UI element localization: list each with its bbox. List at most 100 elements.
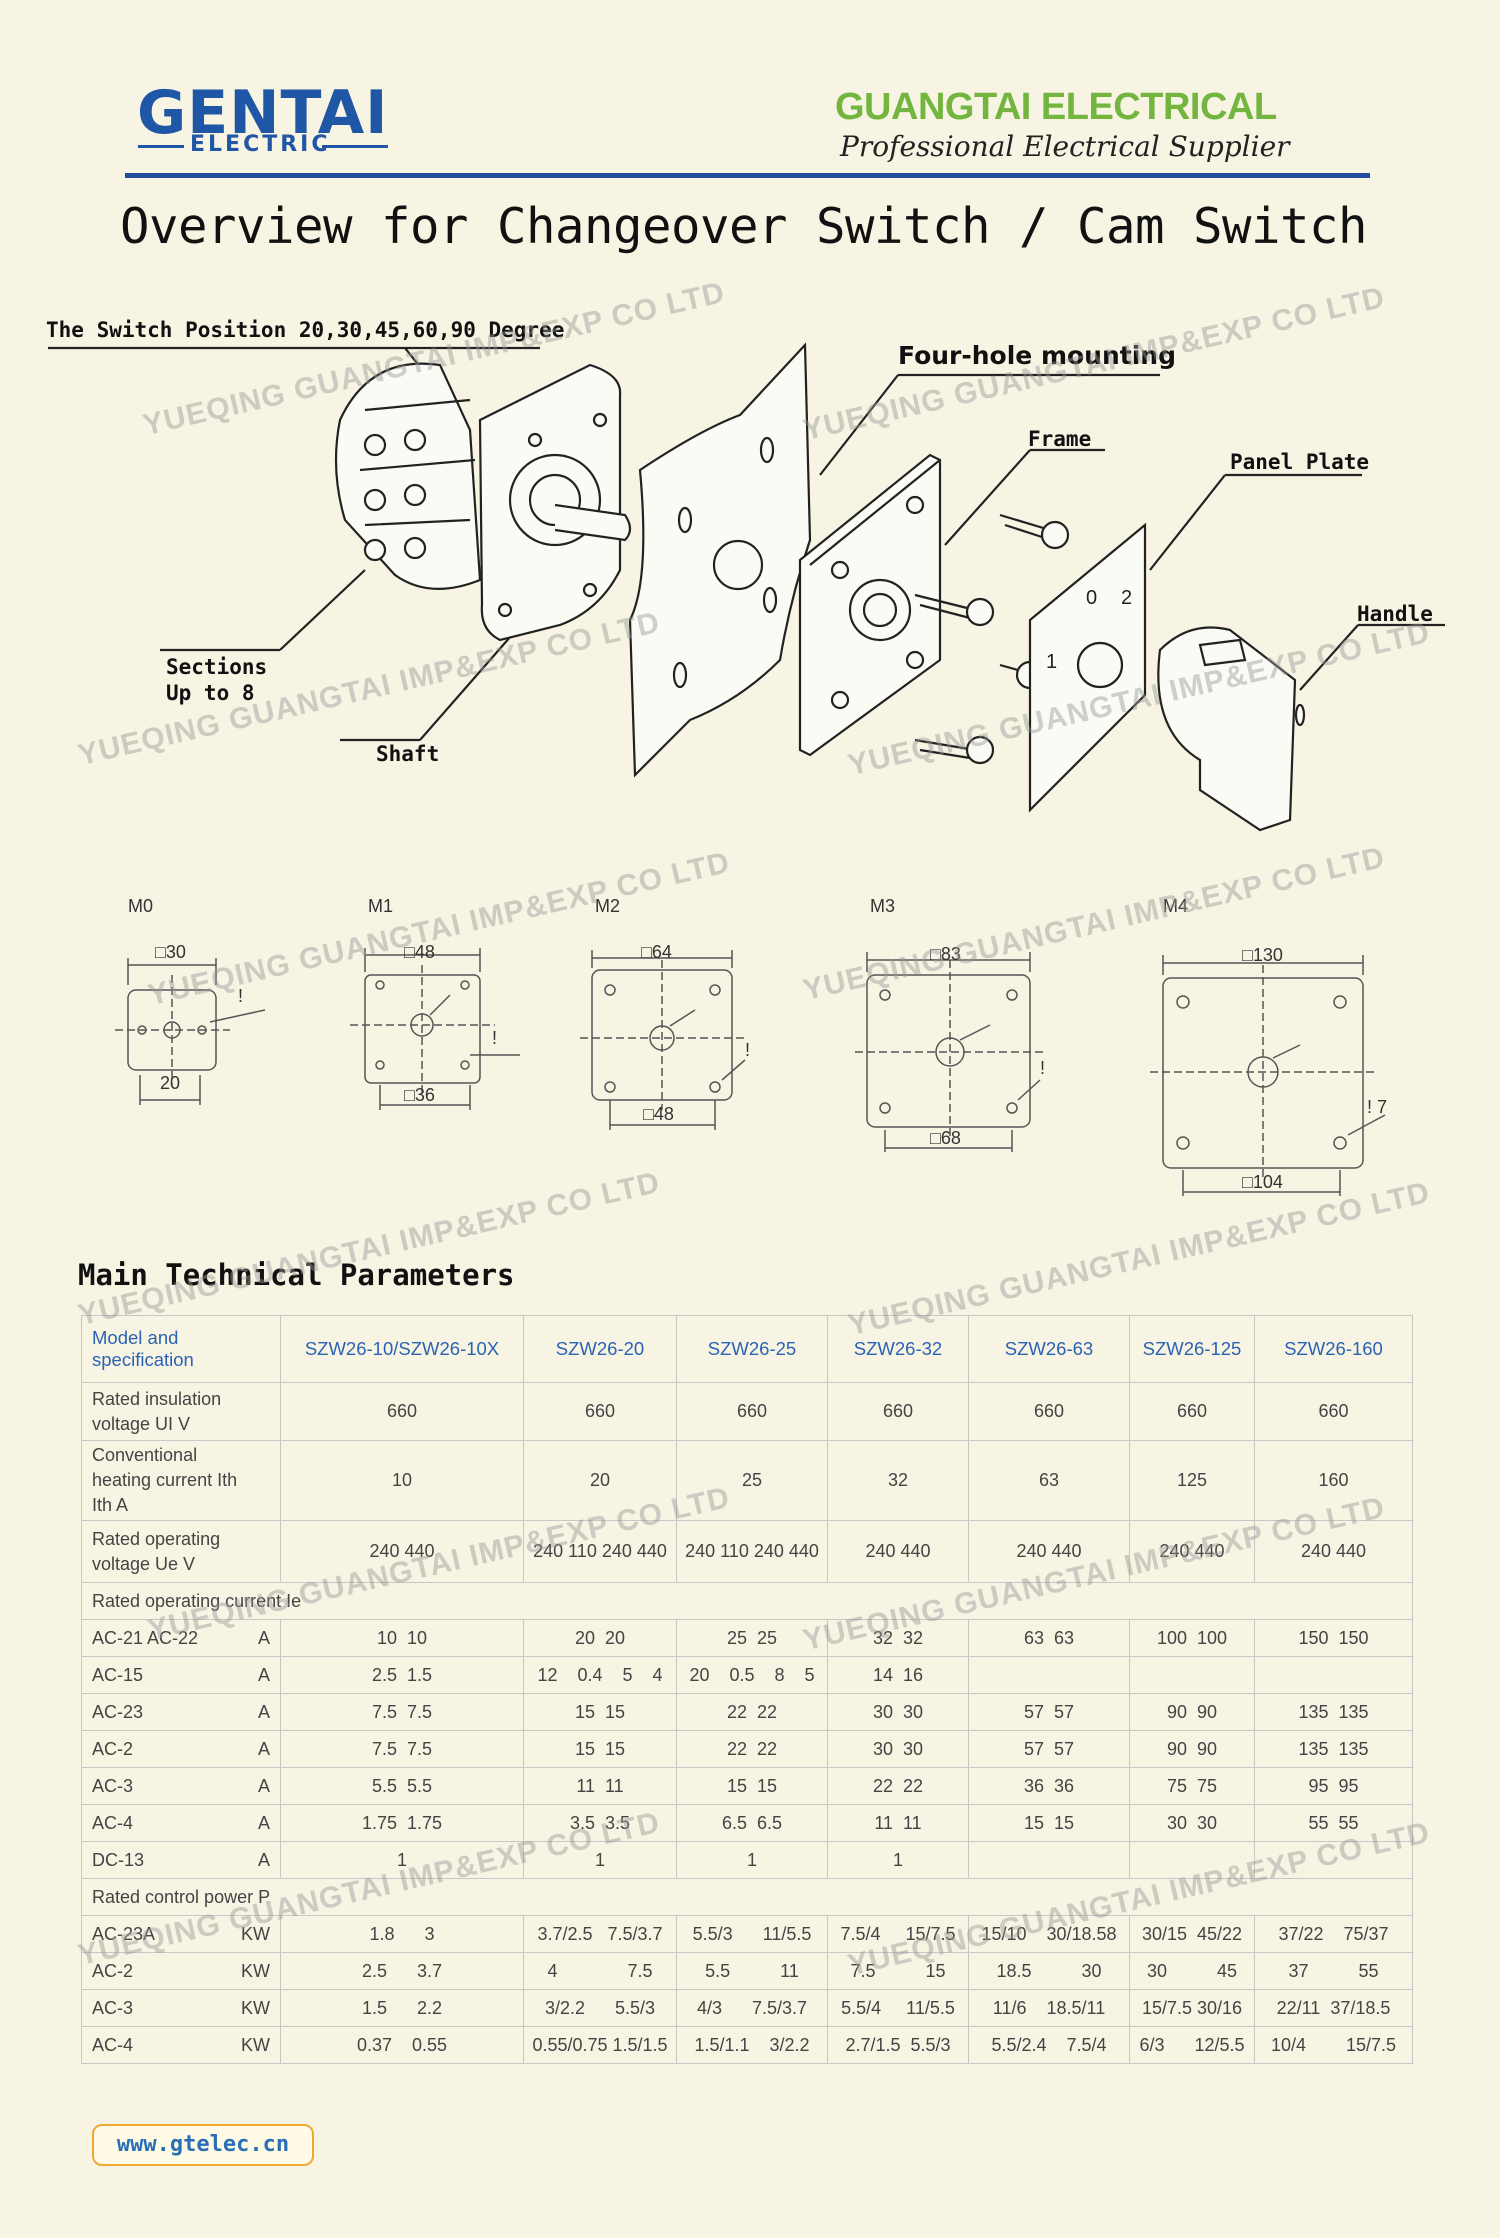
label-frame: Frame — [1028, 427, 1092, 451]
table-cell: 10 10 — [280, 1619, 524, 1657]
table-cell: 160 — [1254, 1440, 1413, 1521]
table-cell: 30 45 — [1129, 1952, 1255, 1990]
table-cell: 32 32 — [827, 1619, 969, 1657]
table-cell: 15/7.5 30/16 — [1129, 1989, 1255, 2027]
table-cell: 2.5 1.5 — [280, 1656, 524, 1694]
table-cell: 240 110 240 440 — [523, 1520, 677, 1583]
page-title: Overview for Changeover Switch / Cam Swi… — [120, 198, 1368, 255]
panel-mark-0: 0 — [1086, 587, 1097, 609]
dim-bottom-m0: 20 — [160, 1073, 181, 1093]
table-cell: 1 — [280, 1841, 524, 1879]
header-label-line-1: Model and — [92, 1327, 179, 1348]
table-cell: 5.5 5.5 — [280, 1767, 524, 1805]
website-link[interactable]: www.gtelec.cn — [92, 2124, 314, 2166]
company-name: GUANGTAI ELECTRICAL — [835, 86, 1277, 128]
table-cell: 36 36 — [968, 1767, 1130, 1805]
header-label-line-2: specification — [92, 1349, 194, 1370]
table-cell: 75 75 — [1129, 1767, 1255, 1805]
table-cell: 240 440 — [968, 1520, 1130, 1583]
table-cell: 22 22 — [827, 1767, 969, 1805]
label-sections: Sections — [166, 655, 268, 679]
table-cell: 660 — [827, 1382, 969, 1441]
table-cell: 7.5 7.5 — [280, 1693, 524, 1731]
section-current: Rated operating current Ie — [81, 1582, 1413, 1620]
panel-mark-2: 2 — [1121, 587, 1132, 609]
logo-rule-left — [138, 145, 184, 148]
table-cell: 5.5 11 — [676, 1952, 828, 1990]
table-cell: 22/11 37/18.5 — [1254, 1989, 1413, 2027]
table-cell: 57 57 — [968, 1730, 1130, 1768]
table-cell: 15 15 — [523, 1730, 677, 1768]
label-handle: Handle — [1357, 602, 1433, 626]
table-cell: 7.5 7.5 — [280, 1730, 524, 1768]
panel-plate — [1028, 522, 1147, 813]
mounting-plate — [628, 342, 812, 778]
dim-mark-m1: ! — [492, 1028, 498, 1048]
dim-mark-m2: ! — [745, 1040, 751, 1060]
table-cell: 660 — [1129, 1382, 1255, 1441]
dim-top-m3: □83 — [930, 944, 961, 964]
logo-subtitle: ELECTRIC — [190, 132, 331, 157]
mount-name-m2: M2 — [595, 896, 621, 916]
table-cell: 0.37 0.55 — [280, 2026, 524, 2064]
dim-bottom-m4: □104 — [1242, 1172, 1283, 1192]
table-cell: 95 95 — [1254, 1767, 1413, 1805]
table-cell: 660 — [676, 1382, 828, 1441]
table-cell: 6/3 12/5.5 — [1129, 2026, 1255, 2064]
header-model-spec: Model and specification — [81, 1315, 281, 1383]
table-cell: 3.5 3.5 — [523, 1804, 677, 1842]
table-cell: 15/10 30/18.58 — [968, 1915, 1130, 1953]
table-cell: 11/6 18.5/11 — [968, 1989, 1130, 2027]
table-cell: 1 — [676, 1841, 828, 1879]
table-cell: 150 150 — [1254, 1619, 1413, 1657]
table-cell: 15 15 — [523, 1693, 677, 1731]
exploded-switch-diagram: 0 2 1 — [48, 342, 1445, 832]
table-cell: 90 90 — [1129, 1693, 1255, 1731]
table-cell: 20 20 — [523, 1619, 677, 1657]
table-cell: 5.5/2.4 7.5/4 — [968, 2026, 1130, 2064]
panel-mark-1: 1 — [1046, 651, 1057, 673]
table-cell: 135 135 — [1254, 1730, 1413, 1768]
mount-name-m0: M0 — [128, 896, 154, 916]
header-model: SZW26-10/SZW26-10X — [280, 1315, 524, 1383]
table-cell — [1129, 1841, 1255, 1879]
table-cell: 32 — [827, 1440, 969, 1521]
dim-top-m1: □48 — [404, 942, 435, 962]
header-model: SZW26-125 — [1129, 1315, 1255, 1383]
label-four-hole: Four-hole mounting — [898, 341, 1176, 370]
table-cell: 18.5 30 — [968, 1952, 1130, 1990]
label-shaft: Shaft — [376, 742, 440, 766]
table-cell: 1 — [827, 1841, 969, 1879]
table-cell: 30 30 — [827, 1693, 969, 1731]
table-cell: 90 90 — [1129, 1730, 1255, 1768]
logo-wordmark: GENTAI — [137, 78, 389, 148]
header-model: SZW26-63 — [968, 1315, 1130, 1383]
table-cell: 30 30 — [1129, 1804, 1255, 1842]
mounting-dimension-drawings — [115, 948, 1386, 1196]
label-switch-position: The Switch Position 20,30,45,60,90 Degre… — [46, 318, 565, 342]
table-cell: 22 22 — [676, 1693, 828, 1731]
label-panel-plate: Panel Plate — [1230, 450, 1370, 474]
table-cell: 660 — [968, 1382, 1130, 1441]
table-cell: 5.5/4 11/5.5 — [827, 1989, 969, 2027]
dim-top-m2: □64 — [641, 942, 672, 962]
table-cell: 55 55 — [1254, 1804, 1413, 1842]
table-header-row: Model and specification SZW26-10/SZW26-1… — [81, 1315, 1413, 1383]
table-cell: 37/22 75/37 — [1254, 1915, 1413, 1953]
section-title: Main Technical Parameters — [78, 1258, 515, 1292]
table-cell: 1.8 3 — [280, 1915, 524, 1953]
